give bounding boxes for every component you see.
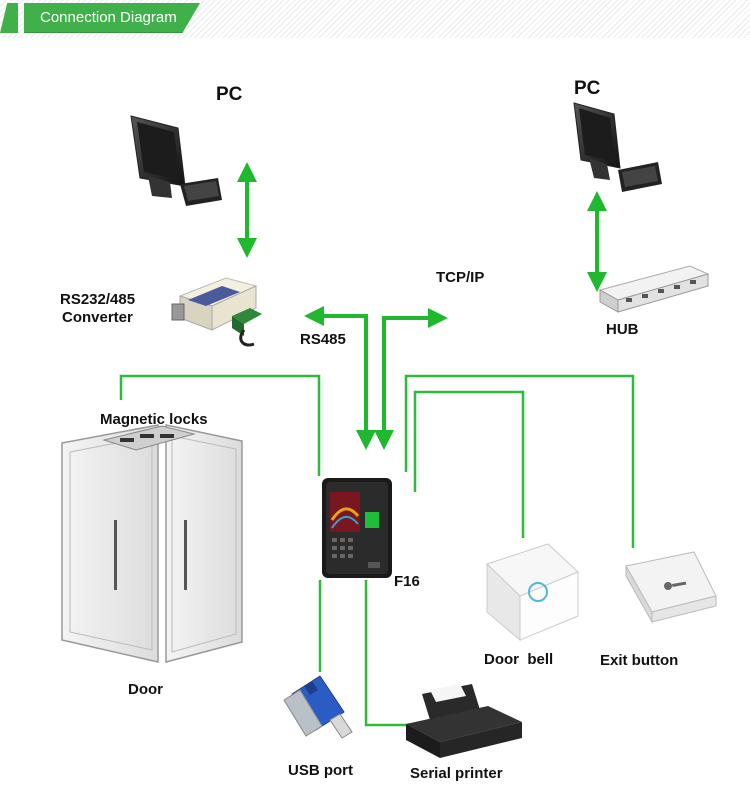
serial-printer-icon — [406, 684, 522, 758]
label-pc-right: PC — [574, 78, 601, 99]
tcpip-arrow-line — [374, 308, 448, 450]
pc-right-icon — [573, 102, 662, 192]
hub-icon — [598, 265, 710, 313]
label-usb-port: USB port — [288, 762, 353, 779]
converter-icon — [171, 277, 262, 347]
label-f16: F16 — [394, 573, 420, 590]
label-door: Door — [128, 681, 163, 698]
label-pc-left: PC — [216, 84, 243, 105]
door-icon — [61, 424, 243, 663]
f16-device-icon — [322, 478, 392, 578]
label-converter-line1: RS232/485 — [60, 291, 135, 308]
label-converter-line2: Converter — [62, 309, 133, 326]
wire-magnetic-lock — [119, 374, 321, 476]
label-magnetic-locks: Magnetic locks — [100, 411, 208, 428]
wire-printer — [364, 580, 410, 727]
diagram-title: Connection Diagram — [24, 3, 200, 33]
label-exit-button: Exit button — [600, 652, 678, 669]
usb-stick-icon — [283, 675, 353, 739]
rs485-arrow-line — [304, 306, 376, 450]
door-bell-icon — [486, 543, 579, 642]
label-converter: RS232/485 Converter — [60, 291, 139, 326]
pc-left-icon — [130, 115, 222, 206]
label-door-bell: Door bell — [484, 651, 553, 668]
label-hub: HUB — [606, 321, 639, 338]
wire-exit-button — [404, 374, 635, 548]
label-serial-printer: Serial printer — [410, 765, 503, 782]
wire-door-bell — [413, 390, 525, 538]
exit-button-icon — [625, 551, 717, 624]
label-rs485: RS485 — [300, 331, 346, 348]
label-tcpip: TCP/IP — [436, 269, 484, 286]
